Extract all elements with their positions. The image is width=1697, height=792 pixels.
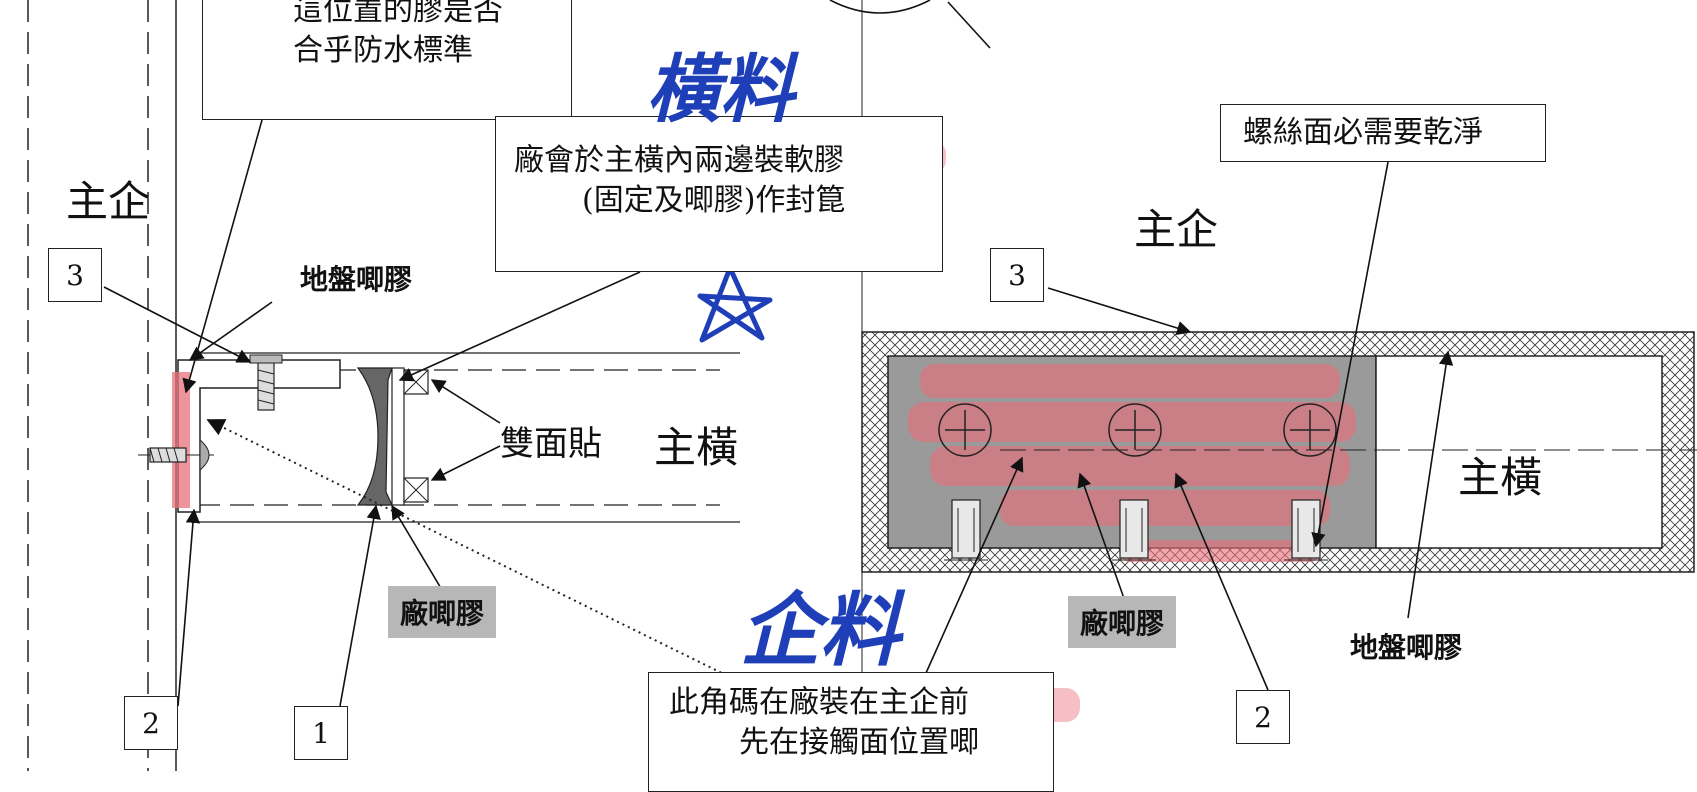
note-text: 螺絲面必需要乾淨 — [1243, 115, 1483, 150]
note-line-1: 廠會於主橫內兩邊裝軟膠 — [514, 143, 844, 178]
right-section-drawing — [861, 0, 1697, 771]
label-transom-left: 主橫 — [654, 423, 739, 472]
note-line-1: 這位置的膠是否 — [293, 0, 503, 28]
note-line-1: 此角碼在廠裝在主企前 — [669, 685, 969, 720]
callout-number-2-left: 2 — [124, 696, 178, 750]
leader-arrows — [103, 0, 1454, 707]
callout-number-2-right: 2 — [1236, 690, 1290, 744]
label-site-sealant-left: 地盤唧膠 — [300, 263, 413, 296]
handwritten-star — [697, 265, 773, 343]
callout-number-3-right: 3 — [990, 248, 1044, 302]
label-transom-right: 主橫 — [1458, 453, 1543, 502]
callout-number-1: 1 — [294, 706, 348, 760]
note-box-corner-bracket: 此角碼在廠裝在主企前 先在接觸面位置唧 — [648, 672, 1054, 792]
note-box-soft-glue: 廠會於主橫內兩邊裝軟膠 (固定及唧膠)作封箟 — [495, 116, 943, 272]
label-double-sided-tape: 雙面貼 — [500, 424, 602, 464]
label-mullion-right: 主企 — [1134, 205, 1219, 254]
note-line-2: 合乎防水標準 — [293, 33, 473, 68]
note-line-2: 先在接觸面位置唧 — [739, 725, 979, 760]
note-box-clean-screw: 螺絲面必需要乾淨 — [1220, 104, 1546, 162]
handwritten-mullion-material: 企料 — [740, 583, 900, 677]
note-line-2: (固定及唧膠)作封箟 — [582, 183, 846, 218]
note-box-waterproof: 這位置的膠是否 合乎防水標準 — [202, 0, 572, 120]
technical-drawing — [27, 0, 1697, 771]
diagram-canvas: 這位置的膠是否 合乎防水標準 廠會於主橫內兩邊裝軟膠 (固定及唧膠)作封箟 螺絲… — [27, 0, 1697, 792]
handwritten-transom-material: 橫料 — [646, 47, 794, 133]
callout-number-3-left: 3 — [48, 248, 102, 302]
label-mullion-left: 主企 — [66, 177, 151, 226]
label-factory-sealant-left: 廠唧膠 — [388, 586, 497, 638]
label-site-sealant-right: 地盤唧膠 — [1350, 631, 1463, 664]
label-factory-sealant-right: 廠唧膠 — [1068, 596, 1177, 648]
